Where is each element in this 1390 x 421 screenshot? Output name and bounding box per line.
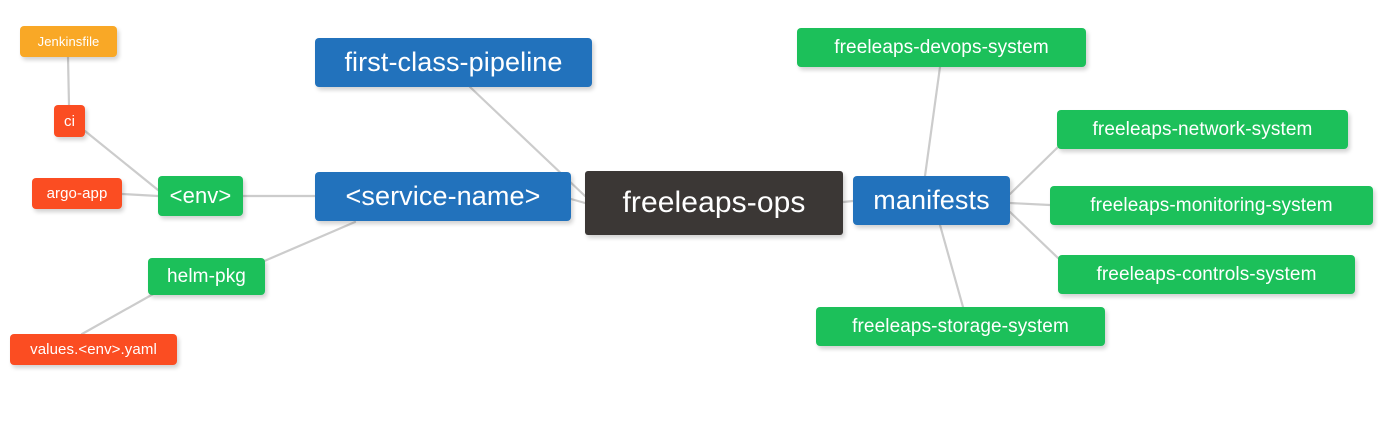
node-env[interactable]: <env> (158, 176, 243, 216)
node-manifests[interactable]: manifests (853, 176, 1010, 225)
node-freeleaps-controls-system[interactable]: freeleaps-controls-system (1058, 255, 1355, 294)
node-freeleaps-network-system[interactable]: freeleaps-network-system (1057, 110, 1348, 149)
node-label: values.<env>.yaml (30, 341, 157, 358)
edge-env-argo-app (120, 192, 160, 198)
node-label: helm-pkg (167, 266, 246, 287)
node-label: freeleaps-devops-system (834, 37, 1049, 58)
node-freeleaps-devops-system[interactable]: freeleaps-devops-system (797, 28, 1086, 67)
node-values-yaml[interactable]: values.<env>.yaml (10, 334, 177, 365)
edge-service-name-helm-pkg (260, 220, 357, 264)
node-label: argo-app (46, 185, 108, 202)
node-freeleaps-storage-system[interactable]: freeleaps-storage-system (816, 307, 1105, 346)
edge-manifests-devops-system (923, 65, 942, 178)
node-helm-pkg[interactable]: helm-pkg (148, 258, 265, 295)
node-label: freeleaps-storage-system (852, 316, 1069, 337)
node-label: freeleaps-ops (622, 186, 806, 219)
node-label: <service-name> (345, 181, 541, 211)
edge-root-manifests (841, 199, 855, 204)
node-argo-app[interactable]: argo-app (32, 178, 122, 209)
node-jenkinsfile[interactable]: Jenkinsfile (20, 26, 117, 57)
node-label: freeleaps-monitoring-system (1090, 195, 1333, 216)
edge-ci-jenkinsfile (66, 55, 71, 107)
node-freeleaps-ops[interactable]: freeleaps-ops (585, 171, 843, 235)
edge-manifests-monitoring-system (1008, 201, 1052, 207)
node-ci[interactable]: ci (54, 105, 85, 137)
node-label: Jenkinsfile (37, 34, 100, 49)
node-label: manifests (873, 185, 990, 215)
node-label: ci (63, 112, 76, 130)
node-label: freeleaps-controls-system (1096, 264, 1317, 285)
node-label: <env> (169, 183, 232, 208)
node-first-class-pipeline[interactable]: first-class-pipeline (315, 38, 592, 87)
edge-root-service-name (569, 197, 587, 205)
node-label: freeleaps-network-system (1092, 119, 1313, 140)
edge-manifests-storage-system (938, 223, 965, 309)
node-freeleaps-monitoring-system[interactable]: freeleaps-monitoring-system (1050, 186, 1373, 225)
edge-helm-pkg-values-yaml (80, 291, 157, 336)
node-service-name[interactable]: <service-name> (315, 172, 571, 221)
node-label: first-class-pipeline (344, 47, 563, 77)
